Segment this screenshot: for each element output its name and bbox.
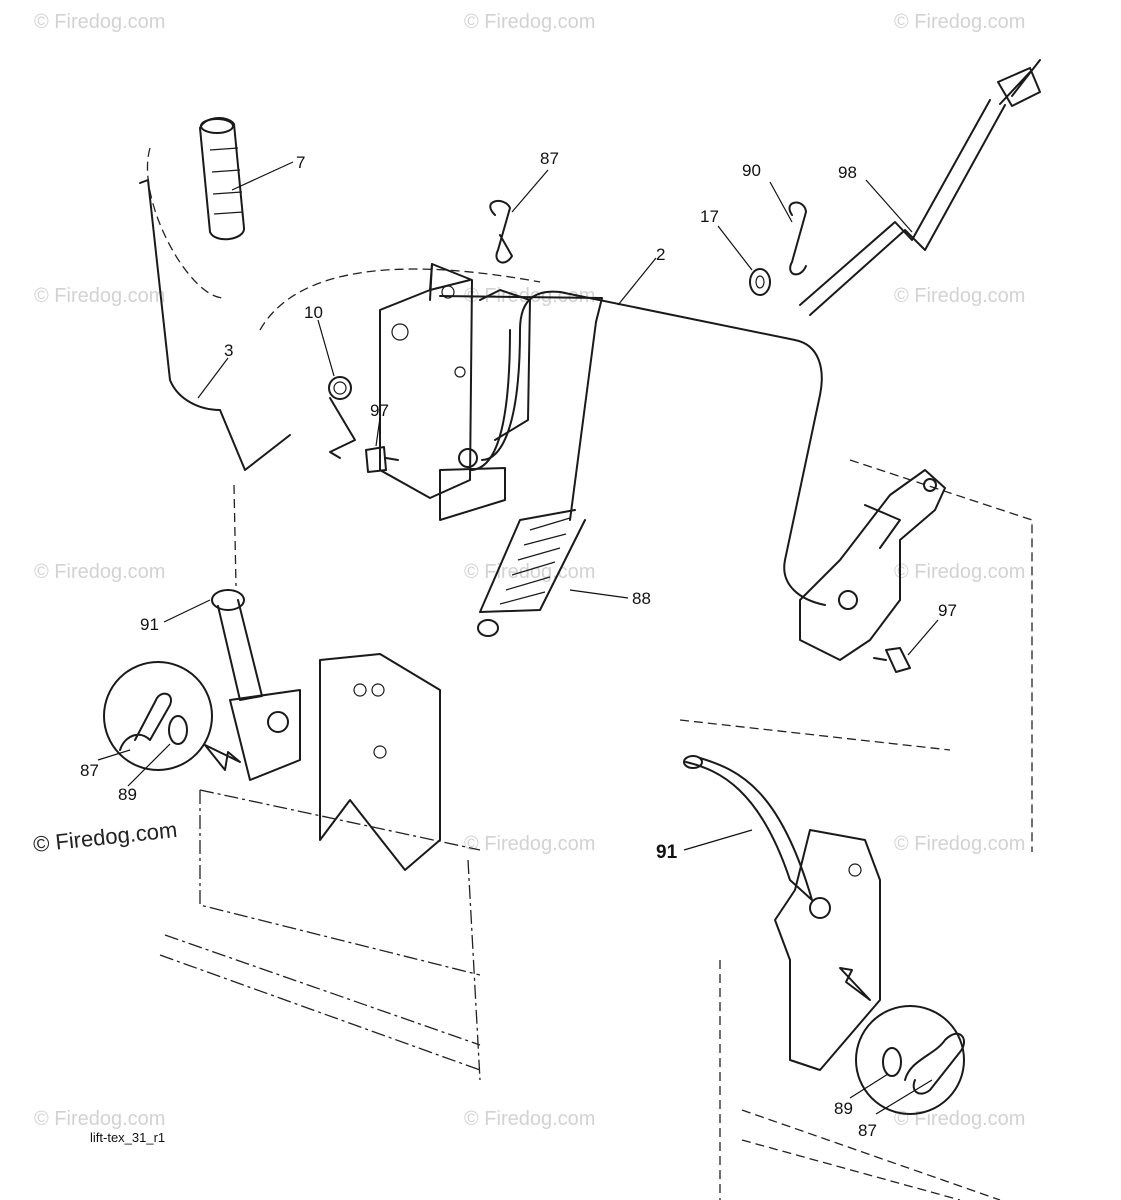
right-deck-outline xyxy=(679,719,951,751)
watermark: © Firedog.com xyxy=(34,1108,165,1130)
callout-10: 10 xyxy=(304,303,323,322)
callout-91-left: 91 xyxy=(140,615,159,634)
watermark: © Firedog.com xyxy=(34,285,165,307)
callout-87-top: 87 xyxy=(540,149,559,168)
figure-id: lift-tex_31_r1 xyxy=(90,1130,165,1145)
bolt-part-right xyxy=(873,647,911,673)
bolt-part-left xyxy=(365,446,399,473)
watermark: © Firedog.com xyxy=(894,285,1025,307)
lift-shaft-part xyxy=(481,290,826,606)
callout-87-right: 87 xyxy=(858,1121,877,1140)
torsion-spring-part xyxy=(328,376,356,459)
callout-7: 7 xyxy=(296,153,305,172)
right-deck-bracket-part xyxy=(774,829,881,1071)
watermark: © Firedog.com xyxy=(894,561,1025,583)
callout-leaders xyxy=(97,161,939,1115)
link-path-line xyxy=(233,484,237,587)
callout-91-right: 91 xyxy=(656,842,678,863)
callout-17: 17 xyxy=(700,207,719,226)
callout-88: 88 xyxy=(632,589,651,608)
callout-90: 90 xyxy=(742,161,761,180)
watermark: © Firedog.com xyxy=(464,833,595,855)
right-bracket-part xyxy=(799,469,946,661)
lift-lever-part xyxy=(139,179,291,471)
callout-2: 2 xyxy=(656,245,665,264)
watermark: © Firedog.com xyxy=(34,561,165,583)
detail-magnifier-right xyxy=(839,967,965,1115)
watermark: © Firedog.com xyxy=(894,1108,1025,1130)
lift-shaft-edge xyxy=(469,329,511,471)
left-deck-outline xyxy=(159,789,481,1081)
right-deck-outline xyxy=(719,960,1001,1200)
callout-3: 3 xyxy=(224,341,233,360)
callout-97-right: 97 xyxy=(938,601,957,620)
link-rod-part-left xyxy=(211,589,301,781)
callout-87-left: 87 xyxy=(80,761,99,780)
left-deck-bracket-part xyxy=(319,653,441,871)
right-frame-outline xyxy=(849,459,1033,852)
detail-magnifier-left xyxy=(103,661,241,771)
callout-89-right: 89 xyxy=(834,1099,853,1118)
watermark: © Firedog.com xyxy=(464,561,595,583)
watermark: © Firedog.com xyxy=(894,11,1025,33)
hairpin-clip-part-90 xyxy=(788,201,807,276)
handle-grip-part xyxy=(199,117,245,241)
callout-labels: 7 87 90 98 17 2 10 3 97 88 97 91 87 89 9… xyxy=(80,149,957,1140)
watermark: © Firedog.com xyxy=(464,11,595,33)
watermark: © Firedog.com xyxy=(894,833,1025,855)
adjustment-rod-part xyxy=(799,59,1041,316)
watermark: © Firedog.com xyxy=(34,11,165,33)
extension-spring-part xyxy=(439,295,603,637)
callout-97-left: 97 xyxy=(370,401,389,420)
watermark-dark: © Firedog.com xyxy=(32,817,178,857)
callout-98: 98 xyxy=(838,163,857,182)
hairpin-clip-part-top xyxy=(489,199,513,264)
watermark: © Firedog.com xyxy=(464,1108,595,1130)
washer-part-17 xyxy=(749,268,771,296)
handle-path-arc xyxy=(146,147,226,299)
link-rod-part-right xyxy=(683,755,813,901)
lift-path-arc xyxy=(259,268,541,331)
callout-89-left: 89 xyxy=(118,785,137,804)
